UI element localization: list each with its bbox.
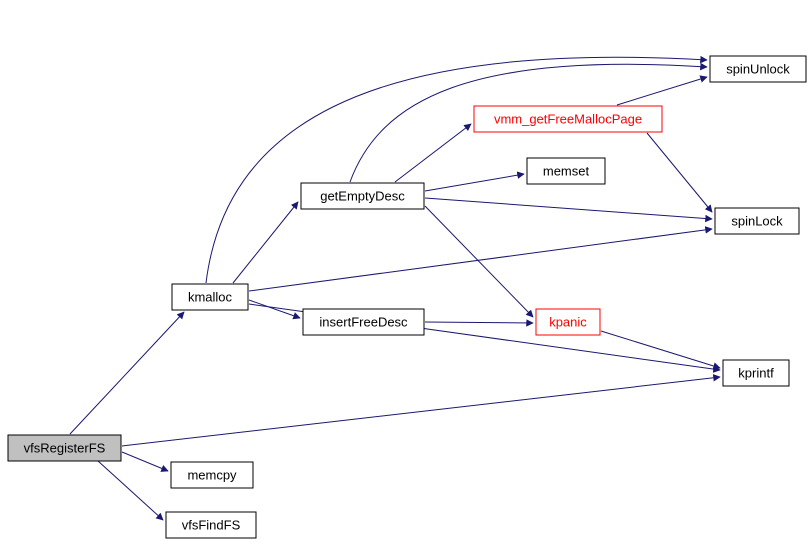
node-kprintf[interactable]: kprintf: [722, 359, 790, 387]
node-insertFreeDesc[interactable]: insertFreeDesc: [302, 308, 425, 336]
edge-getEmptyDesc-to-vmm_getFreeMallocPage: [394, 123, 472, 183]
edge-getEmptyDesc-to-kpanic: [424, 205, 534, 318]
node-getEmptyDesc[interactable]: getEmptyDesc: [300, 182, 425, 210]
node-spinLock-label: spinLock: [731, 214, 783, 229]
node-vmm_getFreeMallocPage-box[interactable]: [473, 105, 663, 133]
node-spinUnlock[interactable]: spinUnlock: [709, 55, 807, 83]
edge-vfsRegisterFS-to-kmalloc: [69, 311, 185, 435]
node-vmm_getFreeMallocPage[interactable]: vmm_getFreeMallocPage: [473, 105, 663, 133]
node-kmalloc[interactable]: kmalloc: [171, 283, 249, 311]
edge-vfsRegisterFS-to-kprintf: [121, 374, 721, 447]
edge-vfsRegisterFS-to-vfsFindFS: [97, 460, 164, 521]
edge-insertFreeDesc-to-kpanic: [424, 319, 534, 327]
node-kpanic-label: kpanic: [549, 315, 587, 330]
node-kmalloc-label: kmalloc: [188, 290, 233, 305]
node-insertFreeDesc-box[interactable]: [302, 308, 425, 336]
edge-kmalloc-to-insertFreeDesc: [248, 299, 301, 320]
edge-vmm_getFreeMallocPage-to-spinUnlock: [616, 75, 708, 106]
node-memset-label: memset: [543, 164, 590, 179]
node-kmalloc-box[interactable]: [171, 283, 249, 311]
node-memcpy[interactable]: memcpy: [170, 461, 254, 489]
node-memset[interactable]: memset: [526, 157, 606, 185]
node-memcpy-box[interactable]: [170, 461, 254, 489]
node-vfsRegisterFS-label: vfsRegisterFS: [24, 441, 106, 456]
edge-getEmptyDesc-to-memset: [424, 171, 525, 192]
node-getEmptyDesc-label: getEmptyDesc: [320, 189, 405, 204]
node-getEmptyDesc-box[interactable]: [300, 182, 425, 210]
edge-getEmptyDesc-to-spinLock: [424, 197, 713, 223]
node-vfsRegisterFS[interactable]: vfsRegisterFS: [7, 434, 122, 462]
node-kprintf-label: kprintf: [738, 366, 774, 381]
node-spinUnlock-box[interactable]: [709, 55, 807, 83]
node-kpanic[interactable]: kpanic: [535, 308, 601, 336]
edge-getEmptyDesc-to-spinUnlock: [349, 62, 708, 183]
node-vmm_getFreeMallocPage-label: vmm_getFreeMallocPage: [494, 112, 642, 127]
node-vfsFindFS-box[interactable]: [165, 511, 257, 539]
edge-kpanic-to-kprintf: [600, 330, 721, 370]
node-spinUnlock-label: spinUnlock: [726, 62, 790, 77]
node-vfsRegisterFS-box[interactable]: [7, 434, 122, 462]
edge-kmalloc-to-spinLock: [248, 226, 713, 292]
edge-kmalloc-to-getEmptyDesc: [232, 201, 299, 284]
node-kprintf-box[interactable]: [722, 359, 790, 387]
node-spinLock[interactable]: spinLock: [714, 207, 800, 235]
node-vfsFindFS-label: vfsFindFS: [182, 518, 241, 533]
edge-vmm_getFreeMallocPage-to-spinLock: [646, 132, 713, 213]
node-spinLock-box[interactable]: [714, 207, 800, 235]
node-memset-box[interactable]: [526, 157, 606, 185]
node-memcpy-label: memcpy: [187, 468, 237, 483]
edge-kmalloc-to-spinUnlock: [205, 55, 708, 284]
edge-vfsRegisterFS-to-memcpy: [121, 451, 169, 472]
node-insertFreeDesc-label: insertFreeDesc: [319, 315, 408, 330]
node-vfsFindFS[interactable]: vfsFindFS: [165, 511, 257, 539]
node-kpanic-box[interactable]: [535, 308, 601, 336]
